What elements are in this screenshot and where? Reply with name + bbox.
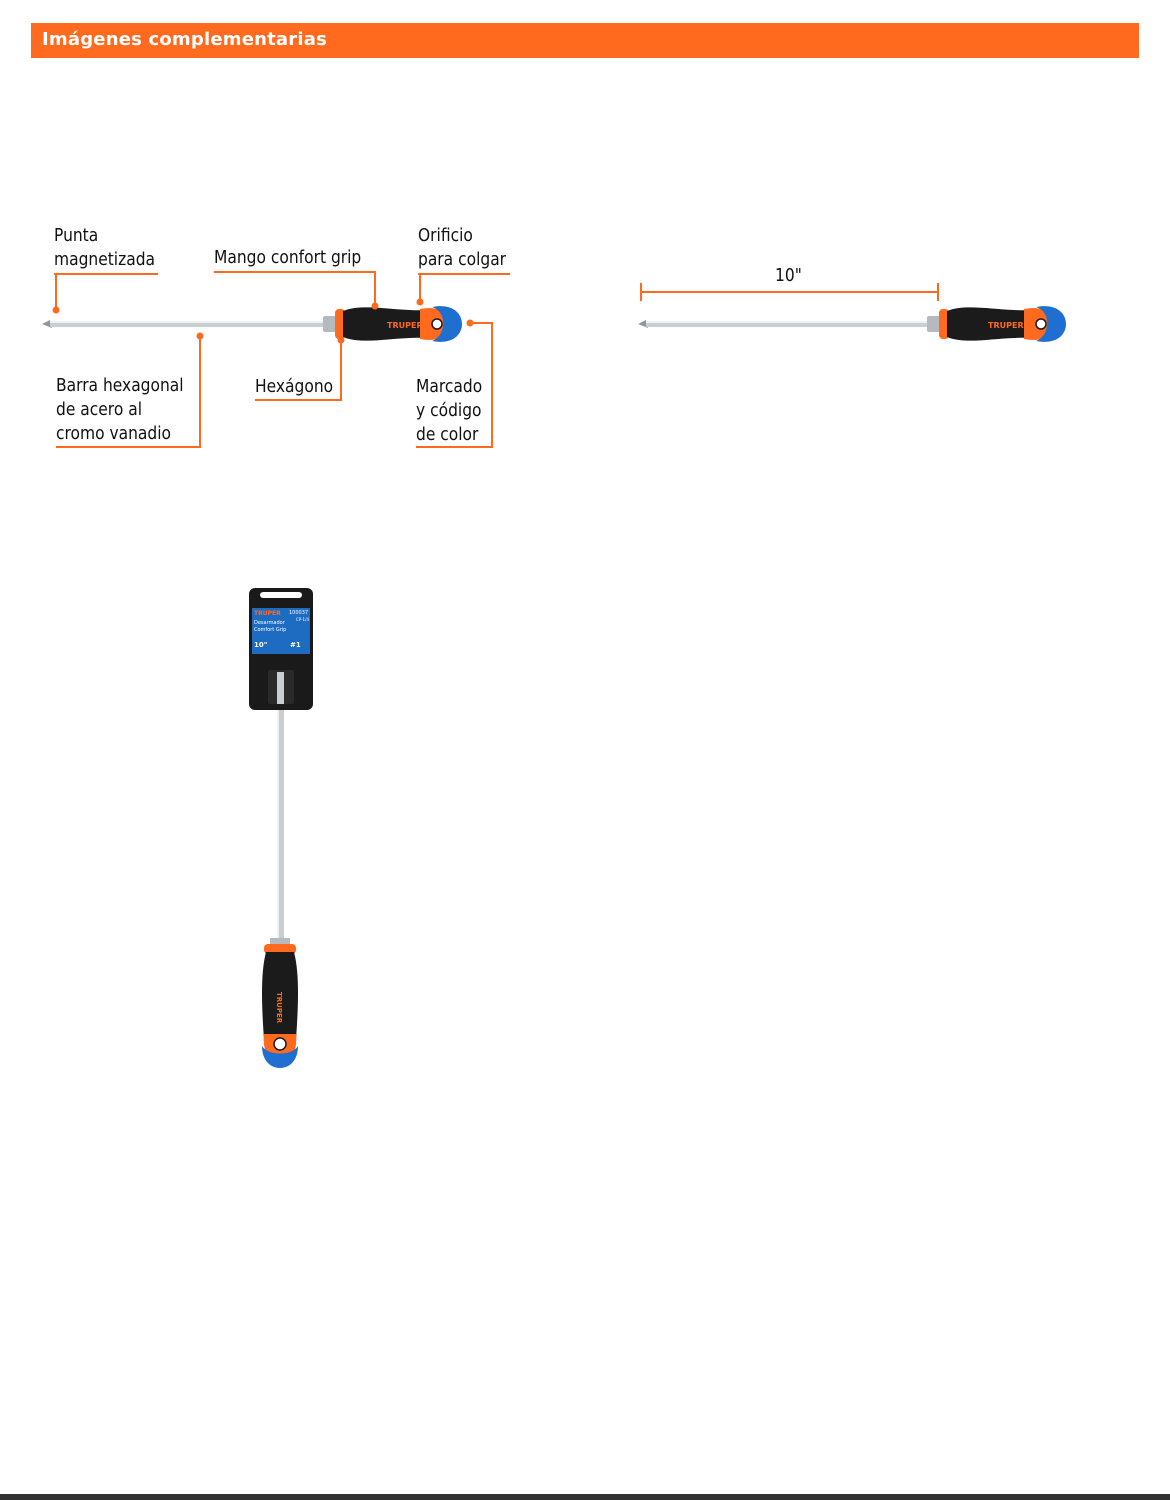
- handle-brand-2: TRUPER: [988, 321, 1024, 330]
- handle-collar: [335, 309, 345, 339]
- callout-dots: [52, 298, 474, 344]
- callout-handle: Mango confort grip: [214, 247, 362, 268]
- packaged-screwdriver: TRUPER: [249, 588, 313, 1068]
- hang-hole: [431, 318, 443, 330]
- package-hang-slot: [260, 592, 302, 598]
- package-card: [249, 588, 313, 710]
- screwdriver-tip: [42, 320, 52, 328]
- handle-brand: TRUPER: [387, 321, 423, 330]
- hex-ferrule: [323, 316, 336, 332]
- package-line1: Desarmador: [254, 620, 285, 626]
- package-tip: #1: [290, 641, 301, 649]
- package-brand: TRUPER: [254, 610, 281, 617]
- callout-hexagon: Hexágono: [255, 376, 334, 397]
- callout-tip: Punta magnetizada: [54, 225, 156, 270]
- screwdriver-shaft: [50, 321, 326, 327]
- package-line2: Comfort Grip: [254, 627, 287, 633]
- handle-body: [343, 307, 440, 341]
- callout-bar: Barra hexagonal de acero al cromo vanadi…: [56, 375, 184, 444]
- handle-end-cap: [432, 306, 462, 342]
- callout-marking: Marcado y código de color: [416, 376, 483, 445]
- footer-bar: [0, 1494, 1170, 1500]
- section-title: Imágenes complementarias: [42, 29, 327, 50]
- handle-accent: [420, 308, 452, 340]
- dimension-label: 10": [775, 265, 802, 286]
- screwdriver-dimension: TRUPER: [638, 283, 1066, 342]
- package-size: 10": [254, 641, 268, 649]
- package-model: CP-1/4: [296, 617, 309, 622]
- section-header: Imágenes complementarias: [31, 23, 1139, 58]
- handle-brand-3: TRUPER: [275, 992, 283, 1024]
- package-code: 100037: [289, 610, 309, 616]
- callout-hang-hole: Orificio para colgar: [418, 225, 507, 270]
